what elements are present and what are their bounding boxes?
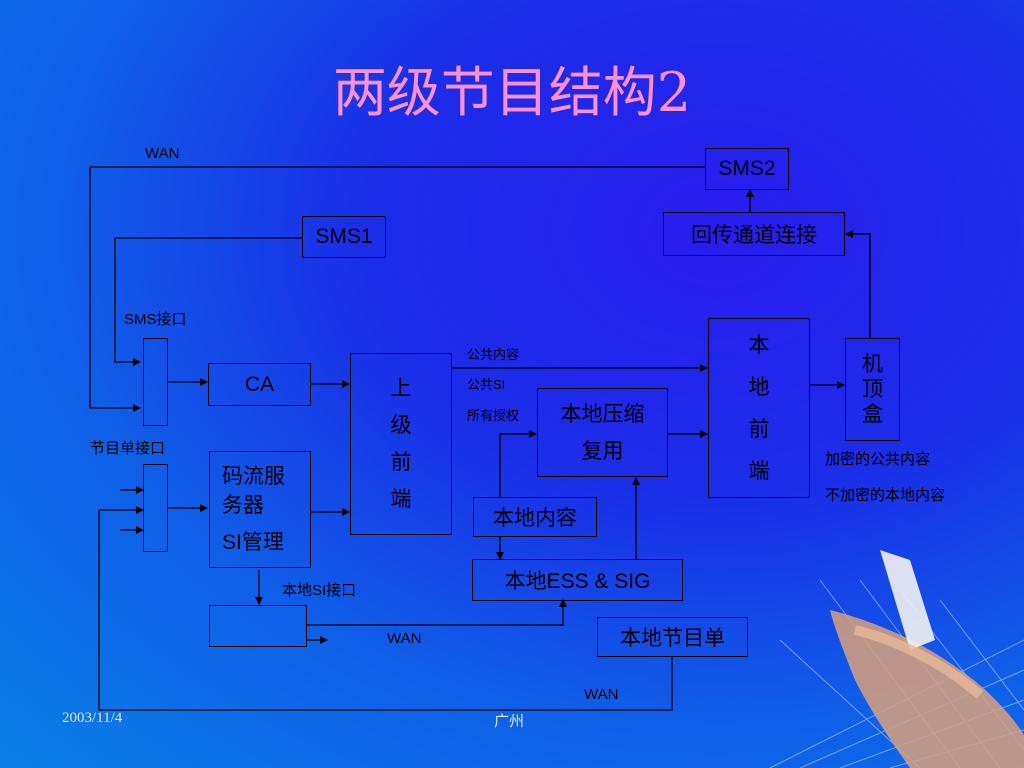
local-frontend-char: 本 [748,333,770,357]
slide-title: 两级节目结构2 [332,61,692,124]
footer-location: 广州 [494,714,525,730]
encrypted-public-label: 加密的公共内容 [825,451,931,468]
upper-frontend-char: 前 [390,451,412,474]
public-content-label: 公共内容 [467,347,520,362]
upper-frontend-char: 端 [390,488,412,511]
local-frontend-char: 端 [748,459,770,483]
local-compress-mux-box: 本地压缩 复用 [537,388,668,477]
local-frontend-char: 地 [748,375,770,399]
footer-date: 2003/11/4 [62,710,123,726]
upper-frontend-char: 上 [390,377,412,400]
stream-server-line: 务器 [222,494,264,517]
set-top-box: 机 顶 盒 [845,338,900,441]
unencrypted-local-label: 不加密的本地内容 [825,487,946,504]
stb-char: 顶 [862,378,883,401]
sms1-box: SMS1 [302,216,386,258]
compress-line: 本地压缩 [560,402,645,426]
wan-bottom-label: WAN [584,686,619,703]
hand-keyboard-decoration [769,550,1024,768]
feedback-channel-box: 回传通道连接 [663,212,845,256]
local-si-interface-label: 本地SI接口 [282,582,357,599]
sms-interface-label: SMS接口 [124,311,187,328]
local-si-box [209,605,307,647]
upper-frontend-box: 上 级 前 端 [350,353,452,535]
all-auth-label: 所有授权 [467,408,520,423]
stream-server-line: 码流服 [222,465,285,488]
stream-server-box: 码流服 务器 SI管理 [209,451,311,568]
public-si-label: 公共SI [467,377,506,392]
local-ess-sig-box: 本地ESS & SIG [472,559,683,601]
local-frontend-char: 前 [748,417,770,441]
wan-mid-label: WAN [387,630,422,647]
local-frontend-box: 本 地 前 端 [708,318,810,498]
stb-char: 机 [862,353,883,376]
local-content-box: 本地内容 [473,497,597,537]
compress-line: 复用 [581,439,624,463]
sms-interface-box [143,338,168,426]
ca-box: CA [208,363,311,406]
upper-frontend-char: 级 [390,414,412,437]
stb-char: 盒 [862,403,883,426]
sms2-box: SMS2 [705,148,789,190]
program-list-interface-label: 节目单接口 [90,440,166,457]
local-program-list-box: 本地节目单 [597,617,748,657]
program-list-interface-box [143,464,168,552]
wan-top-label: WAN [145,145,180,162]
stream-server-line: SI管理 [222,531,284,554]
